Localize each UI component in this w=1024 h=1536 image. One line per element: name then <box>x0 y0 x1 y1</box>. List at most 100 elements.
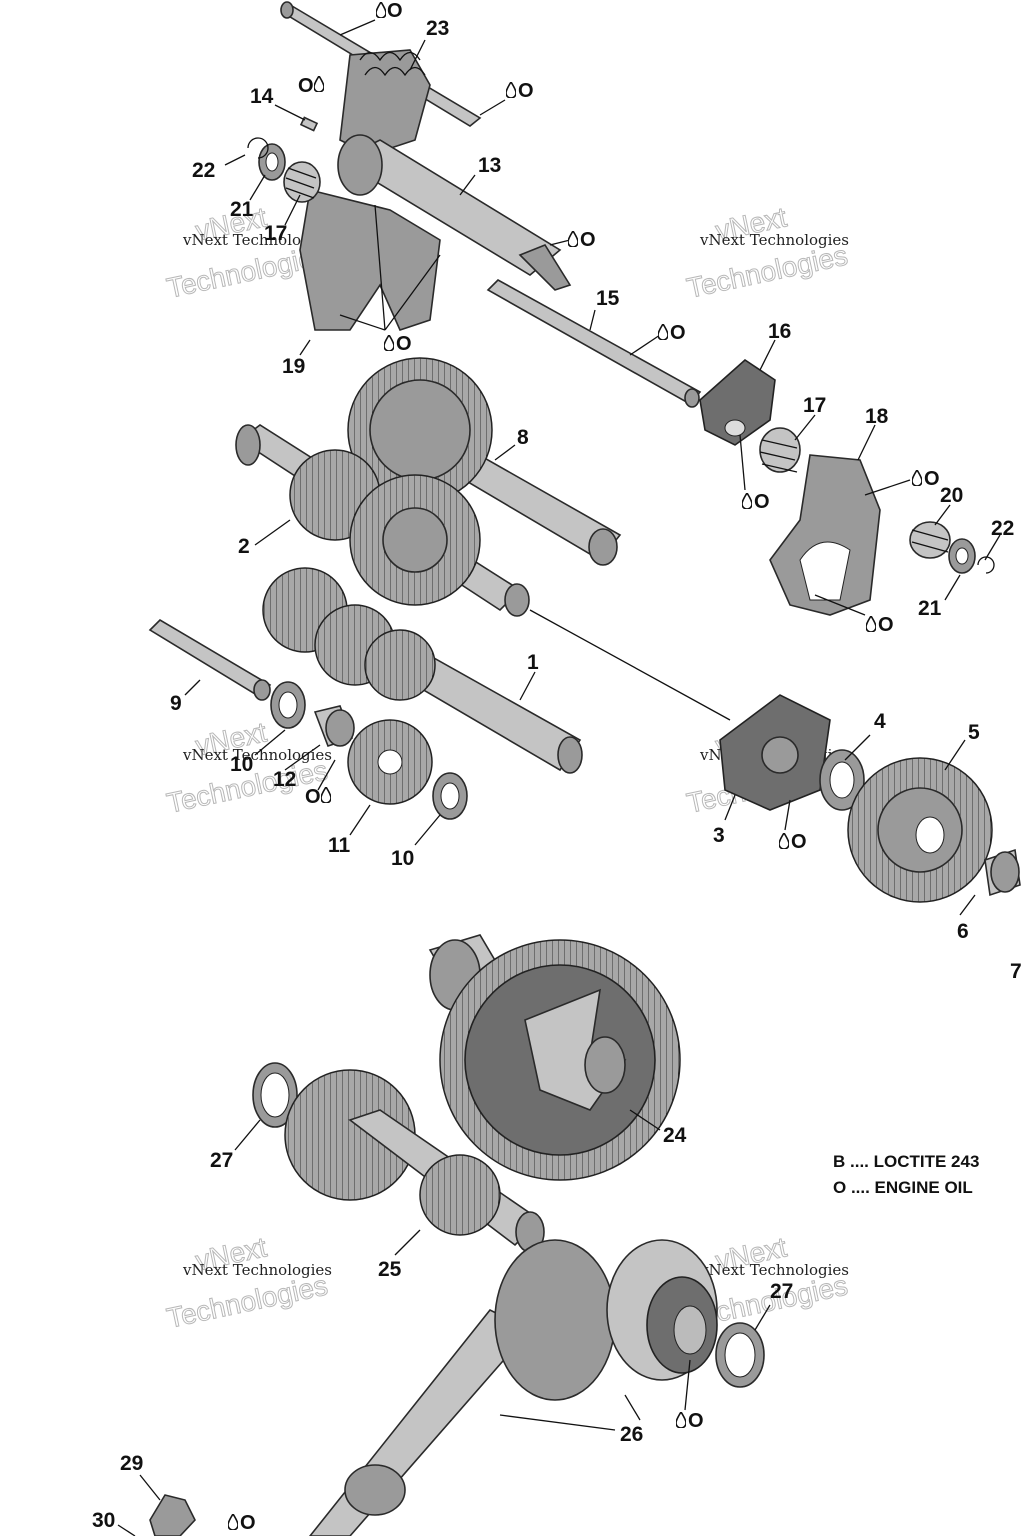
oil-mark-o1: O <box>376 0 403 22</box>
callout-11: 11 <box>328 834 351 857</box>
oil-mark-o12: O <box>676 1410 704 1432</box>
part-29 <box>149 1494 196 1536</box>
callout-16: 16 <box>768 320 791 343</box>
svg-text:O: O <box>754 491 770 513</box>
callout-7: 7 <box>1010 960 1022 983</box>
oil-drop-icon <box>866 616 876 632</box>
callout-12: 12 <box>273 768 296 791</box>
shift-shaft-23 <box>280 1 482 156</box>
washer-27b <box>715 1322 765 1388</box>
svg-text:O: O <box>518 80 534 102</box>
fork-16 <box>699 358 776 446</box>
svg-text:vNext Technologies: vNext Technologies <box>699 231 849 249</box>
svg-text:O: O <box>791 831 807 853</box>
callout-22b: 22 <box>991 517 1014 540</box>
legend-loctite: B .... LOCTITE 243 <box>833 1152 979 1171</box>
bushing-12 <box>313 705 355 748</box>
callout-2: 2 <box>238 535 250 558</box>
leader-lines <box>117 19 1001 1536</box>
shift-fork-19 <box>299 189 441 331</box>
washer-21b <box>948 538 976 574</box>
watermark-bottom-left: vNext Technologies vNext Technologies <box>164 1231 332 1334</box>
callout-8: 8 <box>517 426 529 449</box>
cam-3 <box>719 694 831 811</box>
callout-20: 20 <box>940 484 963 507</box>
oil-mark-o13: O <box>228 1512 256 1534</box>
svg-text:vNext Technologies: vNext Technologies <box>182 1261 332 1279</box>
oil-drop-icon <box>568 231 578 247</box>
callout-18: 18 <box>865 405 889 428</box>
svg-text:O: O <box>878 614 894 636</box>
svg-text:Technologies: Technologies <box>684 240 850 304</box>
callout-10b: 10 <box>391 847 414 870</box>
spring-20 <box>909 521 951 559</box>
callout-29: 29 <box>120 1452 143 1475</box>
callout-26: 26 <box>620 1423 643 1446</box>
svg-text:vNext Technologies: vNext Technologies <box>182 746 332 764</box>
oil-drop-icon <box>742 493 752 509</box>
oil-drop-icon <box>384 335 394 351</box>
oil-drop-icon <box>506 82 516 98</box>
shift-drum-13 <box>337 134 572 291</box>
oil-mark-o6: O <box>658 322 686 344</box>
callout-30: 30 <box>92 1509 115 1532</box>
callout-21a: 21 <box>230 198 254 221</box>
gear-24 <box>428 934 681 1181</box>
svg-text:O: O <box>670 322 686 344</box>
svg-text:O: O <box>580 229 596 251</box>
callout-3: 3 <box>713 824 725 847</box>
callout-19: 19 <box>282 355 305 378</box>
callout-5: 5 <box>968 721 980 744</box>
washer-27a <box>252 1062 298 1128</box>
svg-text:O: O <box>298 75 314 97</box>
pin-14 <box>299 116 319 132</box>
oil-drop-icon <box>779 833 789 849</box>
svg-text:O: O <box>240 1512 256 1534</box>
gear-11 <box>347 719 433 805</box>
callout-27b: 27 <box>770 1280 793 1303</box>
callout-25: 25 <box>378 1258 402 1281</box>
oil-drop-icon <box>676 1412 686 1428</box>
svg-text:O: O <box>305 786 321 808</box>
oil-mark-o7: O <box>742 491 770 513</box>
callout-15: 15 <box>596 287 620 310</box>
fork-shaft-15 <box>486 279 702 408</box>
callout-23: 23 <box>426 17 449 40</box>
callout-17b: 17 <box>803 394 826 417</box>
legend-engine-oil: O .... ENGINE OIL <box>833 1178 973 1197</box>
callout-17a: 17 <box>264 222 287 245</box>
callout-1: 1 <box>527 651 539 674</box>
shaft-2 <box>235 424 530 617</box>
gear-25 <box>284 1069 545 1253</box>
oil-mark-o5: O <box>384 333 412 355</box>
svg-text:O: O <box>924 468 940 490</box>
oil-drop-icon <box>314 76 324 92</box>
washer-10a <box>270 681 306 729</box>
callout-9: 9 <box>170 692 182 715</box>
spring-17b <box>759 427 801 473</box>
gear-5 <box>847 757 993 903</box>
oil-mark-o2: O <box>298 75 324 97</box>
shaft-8 <box>347 357 622 566</box>
svg-text:Technologies: Technologies <box>164 1270 330 1334</box>
oil-mark-o4: O <box>568 229 596 251</box>
callout-21b: 21 <box>918 597 942 620</box>
oil-mark-o11: O <box>779 831 807 853</box>
oil-mark-o9: O <box>866 614 894 636</box>
svg-text:O: O <box>387 0 403 22</box>
callout-27a: 27 <box>210 1149 233 1172</box>
circlip-22a <box>247 137 269 159</box>
legend: B .... LOCTITE 243 O .... ENGINE OIL <box>833 1152 979 1197</box>
shaft-1 <box>262 567 583 774</box>
svg-text:vNext Technologies: vNext Technologies <box>699 1261 849 1279</box>
callout-24: 24 <box>663 1124 687 1147</box>
svg-text:O: O <box>688 1410 704 1432</box>
oil-drop-icon <box>228 1514 238 1530</box>
svg-text:O: O <box>396 333 412 355</box>
oil-drop-icon <box>658 324 668 340</box>
spring-17a <box>283 161 321 203</box>
callout-14: 14 <box>250 85 274 108</box>
svg-text:vNext Technologies: vNext Technologies <box>182 231 332 249</box>
washer-21a <box>258 143 286 181</box>
